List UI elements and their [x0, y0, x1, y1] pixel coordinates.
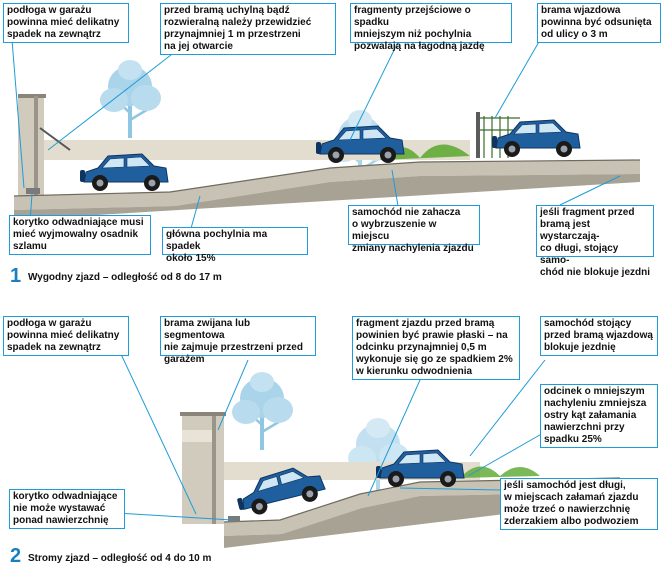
- label-gate-distance: brama wjazdowa powinna być odsunięta od …: [537, 3, 661, 43]
- section-2-caption: Stromy zjazd – odległość od 4 do 10 m: [28, 553, 212, 564]
- section-1-illustration: [13, 58, 641, 220]
- label-gate-space: przed bramą uchylną bądź rozwieralną nal…: [160, 3, 336, 55]
- label-roll-gate: brama zwijana lub segmentowa nie zajmuje…: [160, 316, 316, 365]
- label-long-fragment: jeśli fragment przed bramą jest wystarcz…: [536, 205, 654, 278]
- tree-illustration: [98, 58, 163, 140]
- drain-channel: [228, 516, 240, 522]
- label-no-scrape: samochód nie zahacza o wybrzuszenie w mi…: [348, 205, 480, 254]
- label-transition-fragments: fragmenty przejściowe o spadku mniejszym…: [350, 3, 512, 52]
- label-garage-floor-2: podłoga w garażu powinna mieć delikatny …: [3, 316, 129, 356]
- label-long-car: jeśli samochód jest długi, w miejscach z…: [500, 478, 658, 530]
- label-flat-fragment: fragment zjazdu przed bramą powinien być…: [352, 316, 520, 380]
- section-1-caption: Wygodny zjazd – odległość od 8 do 17 m: [28, 272, 222, 283]
- section-2-number: 2: [10, 545, 22, 567]
- garage-wall: [18, 96, 44, 196]
- section-1-number: 1: [10, 265, 22, 287]
- drain-channel: [26, 188, 40, 194]
- label-lower-slope: odcinek o mniejszym nachyleniu zmniejsza…: [540, 384, 658, 448]
- label-drain-1: korytko odwadniające musi mieć wyjmowaln…: [9, 215, 151, 255]
- tree-illustration: [230, 370, 295, 452]
- label-blocks-road: samochód stojący przed bramą wjazdową bl…: [540, 316, 658, 356]
- ramp-surface: [14, 160, 640, 210]
- label-main-slope: główna pochylnia ma spadek około 15%: [162, 227, 308, 264]
- car-icon: [491, 119, 581, 158]
- label-drain-2: korytko odwadniające nie może wystawać p…: [9, 489, 125, 529]
- label-garage-floor-1: podłoga w garażu powinna mieć delikatny …: [3, 3, 129, 43]
- section-1-leader-lines: [11, 37, 621, 233]
